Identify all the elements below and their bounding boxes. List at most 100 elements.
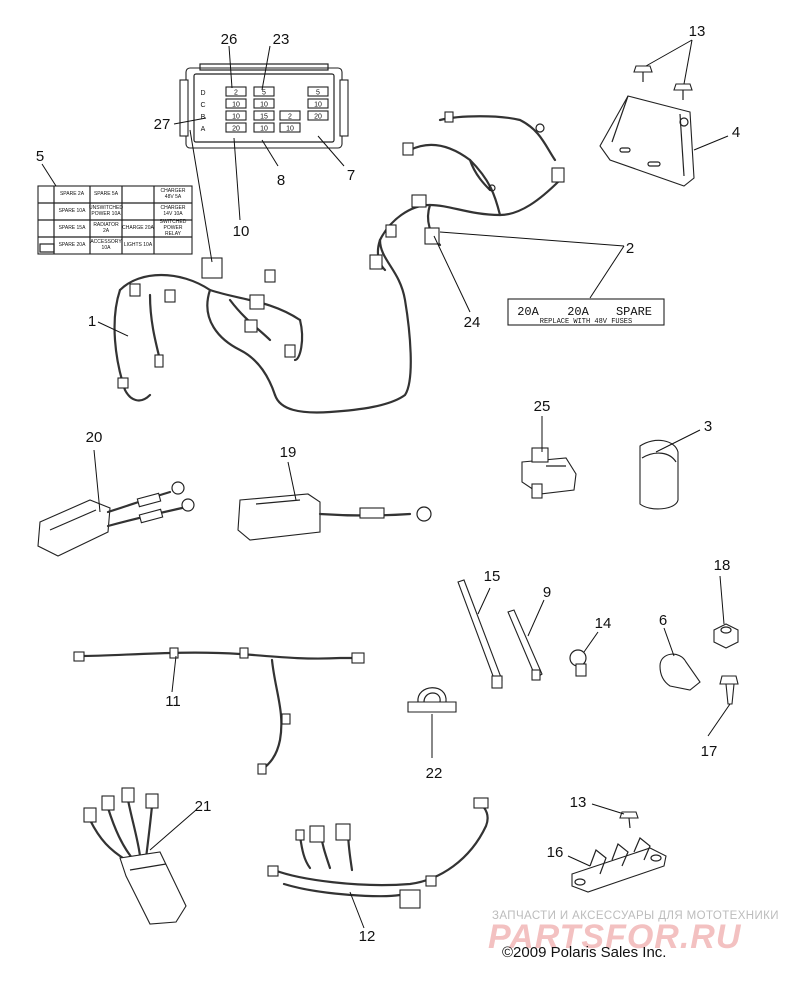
- callout-24: 24: [464, 314, 481, 331]
- callout-12: 12: [359, 928, 376, 945]
- fuse-table-cell: POWER 10A: [91, 211, 121, 217]
- fuse-slot: [225, 122, 247, 133]
- fuse-rating: 10: [286, 126, 294, 133]
- callout-18: 18: [714, 557, 731, 574]
- fuse-table-cell: CHARGER: [160, 188, 185, 194]
- fuse-rating: 10: [314, 102, 322, 109]
- fuse-rating: 10: [260, 102, 268, 109]
- fuse-slot: [253, 110, 275, 121]
- callout-2: 2: [626, 240, 634, 257]
- decal-spare: SPARE: [616, 305, 652, 319]
- fuse-table-cell: SPARE 2A: [60, 191, 85, 197]
- fuse-rating: 15: [260, 114, 268, 121]
- fuse-rating: 10: [260, 126, 268, 133]
- bracket-16: [571, 837, 667, 893]
- screw-13-bottom: [619, 811, 639, 829]
- clip-14: [569, 649, 587, 677]
- fuse-table-cell: 10A: [102, 245, 112, 251]
- callout-17: 17: [701, 743, 718, 760]
- fuse-slot: [225, 110, 247, 121]
- fuse-table-cell: RADIATOR: [93, 222, 119, 228]
- fuse-table-cell: SPARE 15A: [59, 225, 87, 231]
- callout-26: 26: [221, 31, 238, 48]
- screw-13-top: [633, 65, 693, 100]
- callout-13-top: 13: [689, 23, 706, 40]
- p-clamp-6: [659, 653, 701, 691]
- fuse-rating: 10: [232, 114, 240, 121]
- callout-22: 22: [426, 765, 443, 782]
- callout-19: 19: [280, 444, 297, 461]
- callout-8: 8: [277, 172, 285, 189]
- main-harness: [113, 238, 412, 414]
- fuse-slot: [253, 122, 275, 133]
- fuse-slot: [225, 86, 247, 97]
- fuse-decal: 20A 20A SPARE REPLACE WITH 48V FUSES: [507, 298, 665, 326]
- callout-14: 14: [595, 615, 612, 632]
- fuse-slot: [279, 122, 301, 133]
- callout-7: 7: [347, 167, 355, 184]
- callout-23: 23: [273, 31, 290, 48]
- fuse-table-cell: UNSWITCHED: [89, 205, 123, 211]
- decal-20a-1: 20A: [517, 305, 539, 319]
- bracket: [599, 95, 695, 187]
- callout-13-bottom: 13: [570, 794, 587, 811]
- harness-12: [267, 797, 489, 909]
- callout-21: 21: [195, 798, 212, 815]
- callout-1: 1: [88, 313, 96, 330]
- fuse-slot: [253, 86, 275, 97]
- fuse-table-cell: 2A: [103, 228, 110, 234]
- callout-4: 4: [732, 124, 740, 141]
- fuse-slot: [307, 98, 329, 109]
- bolt-17: [719, 675, 739, 705]
- fuse-table-cell: ACCESSORY: [90, 239, 122, 245]
- boot-3: [639, 439, 679, 510]
- fuse-table-cell: CHARGER: [160, 205, 185, 211]
- fuse-row-label: B: [201, 114, 206, 121]
- clip-22: [407, 687, 457, 713]
- callouts: 26 23 13 4 27 5 8 7 10 2 1 24 25 3 20 19…: [36, 23, 740, 945]
- fuse-table-cell: CHARGE 20A: [122, 225, 154, 231]
- fuse-table-cell: LIGHTS 10A: [124, 242, 153, 248]
- callout-3: 3: [704, 418, 712, 435]
- fuse-table-cell: SPARE 5A: [94, 191, 119, 197]
- fuse-rating: 5: [262, 90, 266, 97]
- tie-strap-9: [507, 609, 543, 681]
- decal-20a-2: 20A: [567, 305, 589, 319]
- fuse-slot: [307, 86, 329, 97]
- fuse-slot: [307, 110, 329, 121]
- harness-11: [73, 647, 365, 775]
- tie-strap-15: [457, 579, 503, 689]
- fuse-table-cell: RELAY: [165, 231, 182, 237]
- lead-19: [237, 493, 432, 541]
- callout-10: 10: [233, 223, 250, 240]
- fuse-table-cell: 48V 5A: [165, 194, 182, 200]
- decal-replace-note: REPLACE WITH 48V FUSES: [540, 318, 632, 326]
- lead-20: [37, 481, 195, 557]
- watermark-tagline: ЗАПЧАСТИ И АКСЕССУАРЫ ДЛЯ МОТОТЕХНИКИ: [492, 910, 779, 922]
- connector-25: [521, 447, 577, 499]
- fuse-table-cell: SWITCHED: [160, 219, 187, 225]
- callout-16: 16: [547, 844, 564, 861]
- callout-11: 11: [165, 693, 181, 710]
- copyright-notice: ©2009 Polaris Sales Inc.: [502, 944, 667, 961]
- leader-lines: [41, 39, 731, 929]
- fuse-row-label: A: [201, 126, 206, 133]
- fuse-slot: [253, 98, 275, 109]
- callout-5: 5: [36, 148, 44, 165]
- nut-18: [713, 623, 739, 649]
- fuse-rating: 10: [232, 102, 240, 109]
- callout-9: 9: [543, 584, 551, 601]
- fuse-table-cell: 14V 10A: [163, 211, 183, 217]
- fuse-table-cell: SPARE 10A: [59, 208, 87, 214]
- fuse-row-label: C: [200, 102, 205, 109]
- upper-harness: [369, 111, 565, 272]
- callout-6: 6: [659, 612, 667, 629]
- adapter-21: [83, 787, 187, 925]
- callout-27: 27: [154, 116, 171, 133]
- fuse-rating: 2: [234, 90, 238, 97]
- fuse-rating: 5: [316, 90, 320, 97]
- fuse-table-cell: SPARE 20A: [59, 242, 87, 248]
